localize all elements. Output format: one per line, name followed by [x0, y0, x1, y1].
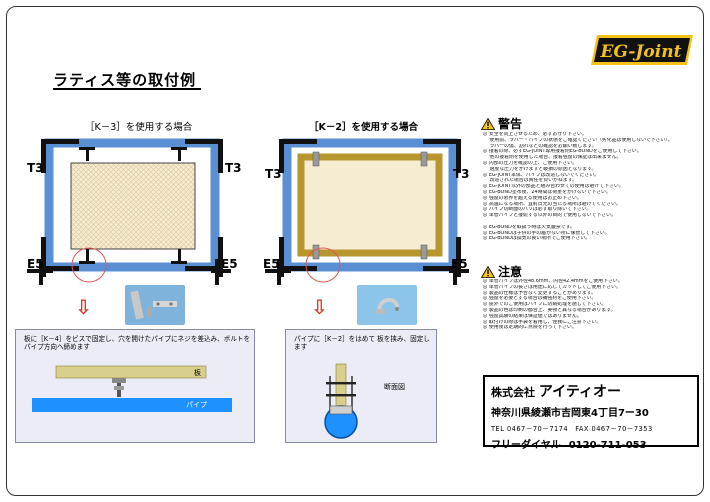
- section-label: 断面図: [384, 383, 405, 391]
- left-label-e5-right: E5: [221, 257, 238, 271]
- left-frame-diagram: [27, 138, 231, 285]
- right-label-t3-left: T3: [265, 167, 282, 181]
- left-label-t3-left: T3: [27, 161, 44, 175]
- caution-item: ◎ 使用後は定期的に点検を行って下さい。: [483, 325, 577, 331]
- warning-triangle-icon: [481, 117, 495, 130]
- company-name-line: 株式会社 アイティオー: [491, 381, 691, 401]
- k2-clips: [312, 151, 428, 260]
- company-free-dial: フリーダイヤル 0120-711-053: [491, 436, 691, 451]
- warning-item: ◎ 接着の際、必ずEG-JOINT専用接着剤EG-BONDをご使用して下さい。: [483, 149, 642, 155]
- left-highlight-circle: [71, 247, 107, 283]
- left-panel-caption: ［K－3］を使用する場合: [85, 122, 193, 133]
- caution-item: ◎ 単管パイプは外径48.6mm、内径42.4mmをご使用下さい。: [483, 279, 623, 284]
- warning-item: 過度な圧力をかけますと破損の原因となります。: [483, 166, 597, 172]
- free-dial-label: フリーダイヤル: [491, 440, 561, 451]
- right-joints: [265, 139, 469, 285]
- left-blue-frame: [44, 138, 220, 272]
- right-label-t3-right: T3: [453, 167, 470, 181]
- caution-item: ◎ 製品の仕様は予告なく変更することがあります。: [483, 290, 596, 296]
- warning-item: 使用前、ラバー・パイプの状態をご確認ください（劣化品は使用しないで下さい）。: [483, 137, 673, 143]
- warning-item: ◎ EG-BONDを取扱う時は火気厳禁です。: [483, 224, 575, 230]
- left-detail-box: 板に［K－4］をビスで固定し、穴を開けたパイプにネジを差込み、ボルトをパイプ方向…: [15, 329, 255, 443]
- caution-item: ◎ 単管パイプの長さは用途に応じてカットしてご使用下さい。: [483, 284, 621, 290]
- right-label-e5-left: E5: [263, 257, 280, 271]
- warning-item: ◎ EG-JOINT以外の部品と組み合わせての使用は避けて下さい。: [483, 184, 624, 190]
- warning-item: ◎ EG-BOND塗布後、24時間は荷重をかけないで下さい。: [483, 189, 611, 195]
- warning-header: 警告: [481, 115, 522, 132]
- board-label: 板: [194, 369, 201, 377]
- pipe-label: パイプ: [186, 401, 207, 409]
- caution-list: ◎ 単管パイプは外径48.6mm、内径42.4mmをご使用下さい。 ◎ 単管パイ…: [483, 279, 699, 331]
- right-highlight-circle: [305, 247, 341, 283]
- right-clip-photo: [357, 285, 417, 325]
- pipe-shape: [32, 398, 232, 412]
- warning-list: ◎ 安全を向上させるため、必ずお守り下さい。 使用前、ラバー・パイプの状態をご確…: [483, 132, 699, 242]
- company-tel-fax: TEL 0467－70－7174 FAX 0467－70－7353: [491, 425, 653, 433]
- left-detail-text: 板に［K－4］をビスで固定し、穴を開けたパイプにネジを差込み、ボルトをパイプ方向…: [24, 335, 251, 351]
- warning-item: ◎ 強度の限界を超える使用はお止め下さい。: [483, 195, 582, 201]
- warning-item: ◎ EG-JOINT本体、パイプは改造しないでください。: [483, 172, 600, 178]
- board-shape: [55, 365, 207, 379]
- warning-item: ◎ 高温になる場所、直射日光の当たる場所は避けてください。: [483, 201, 621, 207]
- right-blue-frame: [282, 138, 458, 272]
- right-frame-diagram: [265, 138, 469, 285]
- caution-item: ◎ 取付けの際は手袋を着用し、怪我にご注意下さい。: [483, 319, 602, 325]
- caution-header: 注意: [481, 263, 522, 280]
- left-detail-diagram: [32, 365, 232, 412]
- warning-item: ◎ 単管パイプと接続する以外の目的で使用しないで下さい。: [483, 213, 616, 219]
- warning-item: ◎ パイプ切断面のバリは必ず取り除いて下さい。: [483, 207, 592, 213]
- page-title: ラティス等の取付例: [53, 71, 197, 89]
- caution-item: ◎ 強度を必要とする場合は補強材をご使用下さい。: [483, 296, 597, 302]
- title-underline: [53, 88, 201, 90]
- company-address: 神奈川県綾瀬市吉岡東4丁目7ー30: [491, 408, 649, 419]
- eg-joint-logo: EG-Joint: [591, 35, 693, 65]
- right-detail-text: パイプに［K－2］をはめて 板を挟み、固定します: [294, 335, 430, 351]
- left-label-t3-right: T3: [225, 161, 242, 175]
- caution-item: ◎ 製品の色は印刷の都合上、実物と異なる場合があります。: [483, 307, 616, 313]
- lattice-panel: [70, 162, 196, 250]
- gold-framed-panel: [297, 153, 443, 257]
- caution-item: ◎ 強度試験の結果は保証値ではありません。: [483, 313, 582, 319]
- right-label-e5-right: E5: [451, 257, 468, 271]
- logo-text: EG-Joint: [600, 42, 682, 62]
- warning-item: 改造された場合は責任を負いかねます。: [483, 178, 577, 184]
- company-name: アイティオー: [538, 384, 622, 400]
- warning-item: ◎ 内部の圧力を確認の上、ご使用下さい。: [483, 160, 577, 166]
- left-down-arrow: ⇩: [75, 295, 92, 319]
- warning-item: 他の接着剤を使用した場合、接着強度の保証は出来ません。: [483, 155, 622, 161]
- caution-title: 注意: [498, 265, 523, 279]
- warning-title: 警告: [498, 117, 523, 131]
- left-label-e5-left: E5: [27, 257, 44, 271]
- catalog-sheet: EG-Joint ラティス等の取付例 ［K－3］を使用する場合: [6, 6, 704, 496]
- warning-item: ◎ EG-BONDは換気の良い場所でご使用下さい。: [483, 236, 591, 242]
- right-detail-diagram: [324, 363, 358, 439]
- right-detail-box: パイプに［K－2］をはめて 板を挟み、固定します 断面図: [285, 329, 437, 443]
- caution-triangle-icon: [481, 265, 495, 278]
- right-down-arrow: ⇩: [311, 295, 328, 319]
- free-dial-number[interactable]: 0120-711-053: [568, 440, 647, 451]
- caution-item: ◎ 屋外でのご使用はパイプに防錆処理を施して下さい。: [483, 302, 607, 308]
- warning-item: ◎ 安全を向上させるため、必ずお守り下さい。: [483, 132, 587, 137]
- warning-item: ラバーの傷、割れなどの確認をお願い致します。: [483, 143, 597, 149]
- right-panel-caption: ［K－2］を使用する場合: [309, 122, 418, 133]
- warning-item: ◎ EG-BONDは子供の手の届かない所に保管して下さい。: [483, 230, 610, 236]
- company-prefix: 株式会社: [491, 386, 535, 399]
- company-info-box: 株式会社 アイティオー 神奈川県綾瀬市吉岡東4丁目7ー30 TEL 0467－7…: [483, 375, 699, 451]
- left-fitting-photo: [125, 285, 185, 325]
- left-joints: [27, 139, 231, 285]
